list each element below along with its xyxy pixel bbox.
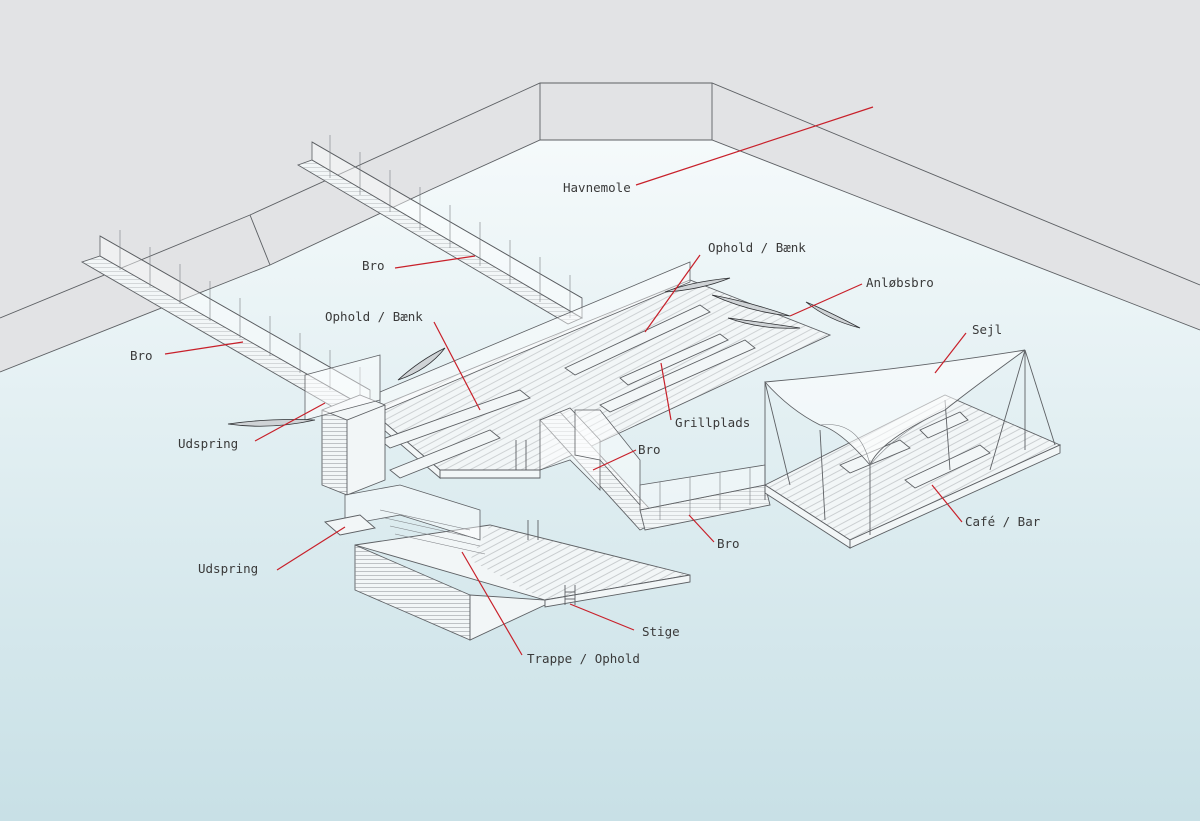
label-bro-top: Bro (362, 258, 385, 273)
label-stige: Stige (642, 624, 680, 639)
label-grillplads: Grillplads (675, 415, 750, 430)
kayak-moored-1 (711, 294, 791, 317)
label-sejl: Sejl (972, 322, 1002, 337)
label-havnemole: Havnemole (563, 180, 631, 195)
cafe-platform (764, 349, 1062, 549)
main-deck (369, 261, 832, 479)
label-udspring-top: Udspring (178, 436, 238, 451)
label-cafe-bar: Café / Bar (965, 514, 1041, 529)
harbour-mole-outline (0, 82, 1200, 373)
label-bro-left: Bro (130, 348, 153, 363)
label-ophold-baenk-top: Ophold / Bænk (708, 240, 806, 255)
lower-platform (324, 484, 691, 641)
bridge-center (539, 407, 661, 531)
kayak-moored-2 (727, 317, 801, 329)
bridge-top (296, 135, 583, 325)
label-udspring-lower: Udspring (198, 561, 258, 576)
bridge-lower (639, 464, 771, 531)
kayak-right (805, 301, 861, 329)
label-trappe-ophold: Trappe / Ophold (527, 651, 640, 666)
label-bro-lower: Bro (717, 536, 740, 551)
kayak-mid (397, 347, 446, 381)
bridge-left (80, 230, 371, 419)
leader-lines (164, 106, 967, 656)
kayak-top (664, 277, 731, 293)
label-ophold-baenk-mid: Ophold / Bænk (325, 309, 423, 324)
label-bro-center: Bro (638, 442, 661, 457)
label-anlobsbro: Anløbsbro (866, 275, 934, 290)
kayak-left (227, 419, 316, 427)
